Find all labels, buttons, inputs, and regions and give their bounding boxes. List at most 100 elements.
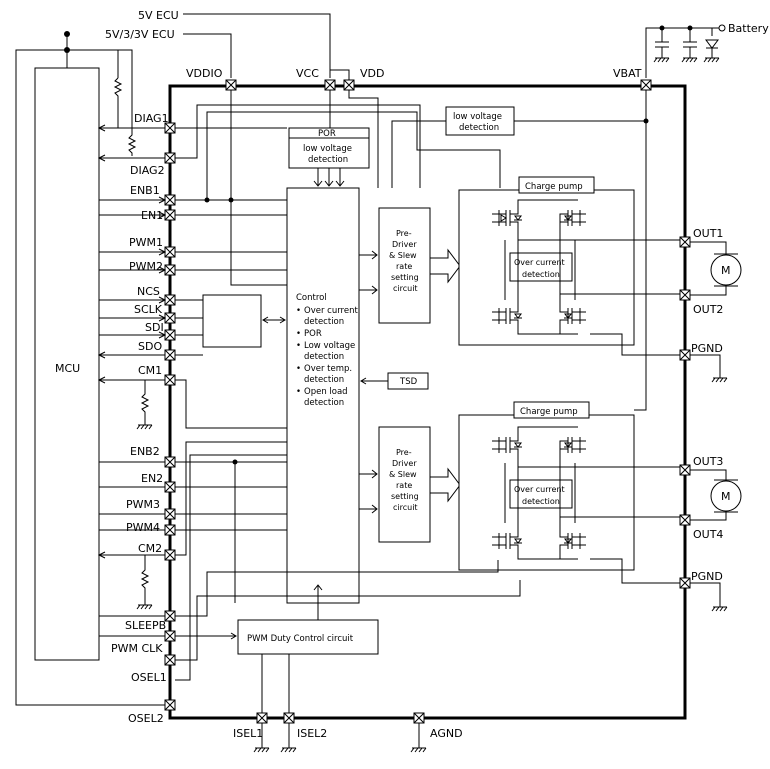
predriver-1-text: Pre- Driver & Slew rate setting circuit: [389, 229, 419, 293]
pin-label-out2: OUT2: [693, 303, 723, 316]
pin-pgnd-2: PGND: [679, 570, 723, 589]
svg-text:•: •: [296, 329, 301, 339]
pin-label-cm1: CM1: [138, 364, 162, 377]
svg-text:detection: detection: [304, 317, 344, 327]
oc-detect-2: [509, 479, 573, 509]
charge-pump-1-label: Charge pump: [525, 182, 583, 192]
por-label: POR: [318, 129, 336, 139]
control-title: Control: [296, 293, 327, 303]
control-items: • Over current detection • POR • Low vol…: [296, 306, 358, 408]
por-block: [288, 127, 370, 169]
left-pin-labels: DIAG1 DIAG2 ENB1 EN1 PWM1 PWM2 NCS SCLK …: [111, 112, 169, 725]
svg-text:detection: detection: [304, 352, 344, 362]
svg-text:rate: rate: [396, 262, 412, 271]
pin-label-pgnd-1: PGND: [691, 342, 723, 355]
pin-label-ncs: NCS: [137, 285, 160, 298]
pin-label-osel2: OSEL2: [128, 712, 164, 725]
pin-label-pwm3: PWM3: [126, 498, 160, 511]
serial-interface-block: [202, 294, 262, 348]
pin-label-isel2: ISEL2: [297, 727, 327, 740]
svg-text:•: •: [296, 364, 301, 374]
svg-text:Over temp.: Over temp.: [304, 364, 352, 374]
lvd-line1: low voltage: [453, 112, 502, 122]
por-lv-line2: detection: [308, 155, 348, 165]
por-lv-line1: low voltage: [303, 144, 352, 154]
svg-text:detection: detection: [304, 398, 344, 408]
svg-text:rate: rate: [396, 481, 412, 490]
pin-out2: OUT2: [679, 289, 723, 316]
pin-label-pwm4: PWM4: [126, 521, 160, 534]
pin-out1: OUT1: [679, 227, 723, 248]
motor-1: [710, 254, 742, 286]
pin-isel2: ISEL2: [283, 712, 327, 740]
pin-label-diag1: DIAG1: [134, 112, 169, 125]
pin-label-vdd: VDD: [360, 67, 384, 80]
motor-2: [710, 480, 742, 512]
oc-detect-1: [509, 252, 573, 282]
charge-pump-1: [518, 176, 595, 194]
svg-text:•: •: [296, 387, 301, 397]
motor-1-label: M: [721, 264, 731, 277]
pin-label-enb1: ENB1: [130, 184, 160, 197]
pin-label-pwm-clk: PWM CLK: [111, 642, 163, 655]
pin-out3: OUT3: [679, 455, 723, 476]
lvd-line2: detection: [459, 123, 499, 133]
oc-detect-1-line1: Over current: [514, 258, 565, 267]
mcu-label: MCU: [55, 362, 80, 375]
pin-label-enb2: ENB2: [130, 445, 160, 458]
bridge-2-fets: [492, 426, 600, 560]
pin-label-agnd: AGND: [430, 727, 463, 740]
svg-text:Driver: Driver: [392, 459, 417, 468]
pin-label-out4: OUT4: [693, 528, 723, 541]
svg-text:circuit: circuit: [393, 284, 418, 293]
pin-label-vcc: VCC: [296, 67, 319, 80]
bridge-1-fets: [492, 199, 600, 335]
pin-label-pwm2: PWM2: [129, 260, 163, 273]
svg-text:Driver: Driver: [392, 240, 417, 249]
svg-text:setting: setting: [391, 492, 419, 501]
motor-2-label: M: [721, 490, 731, 503]
svg-text:•: •: [296, 306, 301, 316]
pin-label-en1: EN1: [141, 209, 163, 222]
pwm-duty-control-block: [237, 619, 379, 655]
pin-out4: OUT4: [679, 514, 723, 541]
svg-text:Open load: Open load: [304, 387, 348, 397]
pin-label-osel1: OSEL1: [131, 671, 167, 684]
battery-label: Battery: [728, 22, 769, 35]
svg-text:•: •: [296, 341, 301, 351]
pin-vbat: VBAT: [613, 67, 652, 91]
oc-detect-2-line1: Over current: [514, 485, 565, 494]
pin-label-sleepb: SLEEPB: [125, 619, 166, 632]
svg-text:detection: detection: [304, 375, 344, 385]
svg-text:Low voltage: Low voltage: [304, 341, 355, 351]
pin-pgnd-1: PGND: [679, 342, 723, 361]
svg-text:POR: POR: [304, 329, 322, 339]
predriver-2-text: Pre- Driver & Slew rate setting circuit: [389, 448, 419, 512]
svg-text:Over current: Over current: [304, 306, 358, 316]
svg-text:& Slew: & Slew: [389, 251, 417, 260]
pin-label-pwm1: PWM1: [129, 236, 163, 249]
left-pin-markers: [164, 122, 176, 711]
pin-label-sdi: SDI: [145, 321, 164, 334]
pwm-duty-control-label: PWM Duty Control circuit: [247, 634, 354, 644]
charge-pump-2-label: Charge pump: [520, 407, 578, 417]
pin-label-diag2: DIAG2: [130, 164, 165, 177]
pin-label-vddio: VDDIO: [186, 67, 223, 80]
pin-label-out1: OUT1: [693, 227, 723, 240]
pin-label-isel1: ISEL1: [233, 727, 263, 740]
ic-outline: [168, 84, 687, 720]
control-block: [286, 187, 360, 604]
pin-label-sclk: SCLK: [134, 303, 163, 316]
tsd-label: TSD: [399, 377, 418, 387]
svg-text:circuit: circuit: [393, 503, 418, 512]
predriver-2-block: [378, 426, 431, 543]
pin-label-pgnd-2: PGND: [691, 570, 723, 583]
oc-detect-1-line2: detection: [522, 270, 560, 279]
svg-text:setting: setting: [391, 273, 419, 282]
svg-text:Pre-: Pre-: [396, 448, 412, 457]
svg-text:& Slew: & Slew: [389, 470, 417, 479]
supply-533v-ecu: 5V/3/3V ECU: [105, 28, 175, 41]
pin-label-vbat: VBAT: [613, 67, 642, 80]
pin-label-out3: OUT3: [693, 455, 723, 468]
